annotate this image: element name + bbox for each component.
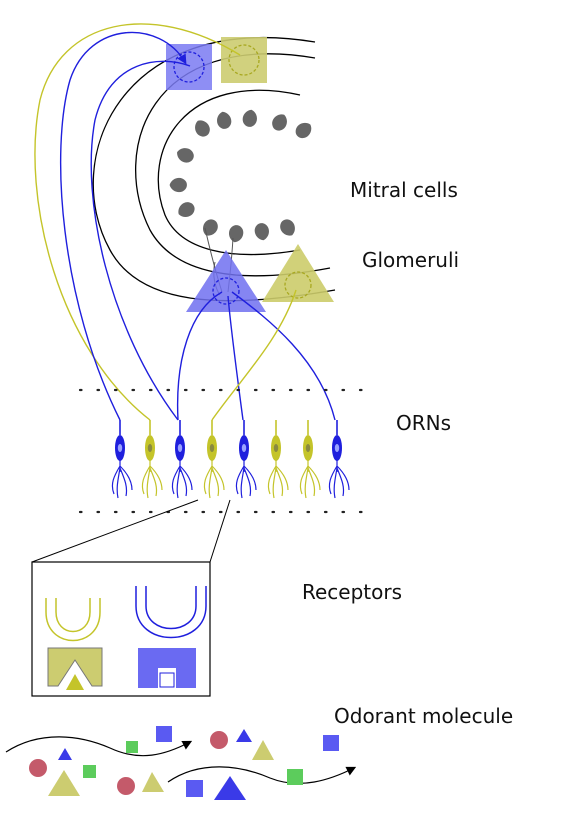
yellow-lower-glomerulus-circle — [284, 271, 312, 299]
odorant-wave-2 — [167, 766, 357, 784]
odorant-wave-1 — [5, 736, 193, 757]
blue-orn-neuron — [171, 420, 193, 499]
odorant-molecules — [29, 726, 339, 800]
mitral-cell-icon — [295, 122, 312, 139]
blue-glomerulus-circle — [173, 51, 205, 83]
blue-orn-neuron — [111, 420, 133, 499]
receptors-inset — [31, 561, 211, 697]
blue-triangle-molecule — [236, 729, 252, 742]
blue-triangle-molecule — [58, 748, 72, 760]
mitral-cell-icon — [280, 219, 295, 236]
blue-orn-neuron — [235, 420, 257, 499]
mitral-cell-icon — [242, 109, 257, 127]
label-mitral-cells: Mitral cells — [350, 178, 458, 202]
top-glomeruli — [166, 37, 267, 90]
yellow-triangle-molecule — [48, 770, 80, 796]
mitral-cell-icon — [169, 177, 187, 193]
blue-orn-neuron — [328, 420, 350, 499]
blue-receptor-binding-site — [138, 648, 196, 688]
axon-blue-outer — [59, 31, 187, 421]
yellow-ligand — [66, 674, 84, 690]
blue-glomerulus-square — [166, 44, 212, 90]
blue-glomerulus-triangle — [186, 250, 266, 312]
axon-blue-to-triangle-2 — [227, 295, 244, 421]
green-square-molecule — [287, 769, 303, 785]
axon-yellow-to-triangle — [211, 289, 297, 421]
yellow-receptor-binding-site — [47, 647, 103, 687]
mitral-cell-icon — [178, 202, 195, 217]
axon-blue-to-triangle-1 — [176, 291, 223, 421]
green-square-molecule — [83, 765, 96, 778]
blue-receptor — [135, 586, 207, 639]
yellow-orn-neuron — [299, 420, 321, 499]
mitral-cell-icon — [203, 219, 218, 236]
blue-square-molecule — [156, 726, 172, 742]
yellow-orn-neuron — [267, 420, 289, 499]
label-orns: ORNs — [396, 411, 452, 435]
orn-neurons — [111, 420, 350, 499]
yellow-glomerulus-circle — [228, 44, 260, 76]
yellow-orn-neuron — [141, 420, 163, 499]
label-odorant-molecule: Odorant molecule — [334, 704, 514, 728]
yellow-orn-neuron — [203, 420, 225, 499]
green-square-molecule — [126, 741, 138, 753]
blue-square-molecule — [323, 735, 339, 751]
mitral-cell-icon — [229, 225, 244, 243]
blue-triangle-molecule — [214, 776, 246, 800]
blue-lower-glomerulus-circle — [212, 277, 240, 305]
axon-blue-to-triangle-3 — [231, 291, 336, 421]
mitral-cell-icon — [177, 148, 194, 163]
label-receptors: Receptors — [302, 580, 403, 604]
mitral-cells — [169, 109, 312, 243]
yellow-glomerulus-square — [221, 37, 267, 83]
yellow-glomerulus-triangle — [262, 244, 334, 302]
orn-axons — [34, 23, 336, 421]
axon-blue-inner — [90, 60, 191, 421]
yellow-triangle-molecule — [142, 772, 164, 792]
label-glomeruli: Glomeruli — [362, 248, 460, 272]
lower-glomeruli — [186, 244, 334, 312]
blue-ligand — [159, 672, 175, 688]
red-circle-molecule — [210, 731, 228, 749]
yellow-triangle-molecule — [252, 740, 274, 760]
axon-yellow-outer — [34, 23, 241, 421]
odorant-flow — [5, 726, 357, 800]
zoom-lines — [31, 499, 231, 563]
mitral-cell-icon — [195, 120, 210, 137]
red-circle-molecule — [29, 759, 47, 777]
mitral-cell-icon — [254, 223, 269, 241]
mitral-cell-icon — [272, 114, 287, 131]
blue-square-molecule — [186, 780, 203, 797]
mitral-cell-icon — [217, 111, 232, 129]
bulb-core-curve — [157, 89, 301, 256]
yellow-receptor — [45, 598, 101, 642]
red-circle-molecule — [117, 777, 135, 795]
